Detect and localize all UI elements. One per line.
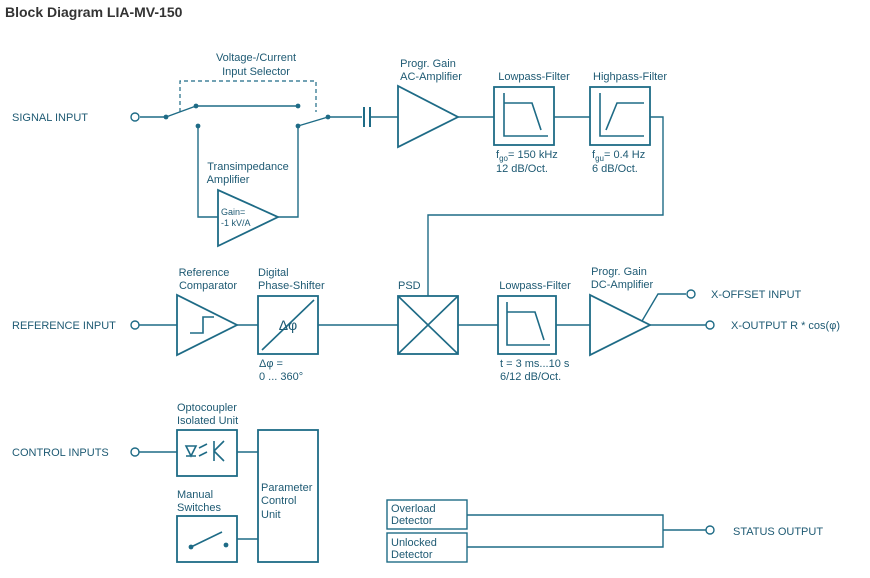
dc-amp-label-line1: Progr. Gain — [591, 266, 647, 278]
lowpass1-title: Lowpass-Filter — [498, 71, 570, 83]
dc-amplifier — [589, 293, 653, 357]
unlocked-label-line1: Unlocked — [391, 537, 437, 549]
status-output-label: STATUS OUTPUT — [733, 526, 823, 538]
transimpedance-gain-line2: -1 kV/A — [221, 218, 251, 228]
reference-comparator — [176, 293, 240, 357]
control-inputs-label: CONTROL INPUTS — [12, 447, 109, 459]
optocoupler-label-line2: Isolated Unit — [177, 415, 238, 427]
highpass-response-icon — [599, 93, 644, 137]
transimpedance-gain-line1: Gain= — [221, 207, 245, 217]
overload-detector — [386, 499, 468, 530]
selector-label-line2: Input Selector — [222, 66, 290, 78]
optocoupler-label-line1: Optocoupler — [177, 402, 237, 414]
manual-label-line1: Manual — [177, 489, 213, 501]
x-output-label: X-OUTPUT R * cos(φ) — [731, 320, 840, 332]
lowpass1-spec2: 12 dB/Oct. — [496, 163, 548, 175]
param-unit-line2: Control — [261, 495, 296, 507]
selector-link-dashed — [179, 80, 317, 112]
comparator-step-icon — [190, 316, 214, 334]
phase-shifter-label-line1: Digital — [258, 267, 289, 279]
ac-amp-label-line1: Progr. Gain — [400, 58, 456, 70]
lowpass1-spec1: fgo= 150 kHz — [496, 149, 558, 163]
comparator-label-line1: Reference — [179, 267, 230, 279]
dc-amp-label-line2: DC-Amplifier — [591, 279, 654, 291]
signal-input-label: SIGNAL INPUT — [12, 112, 88, 124]
unlocked-label-line2: Detector — [391, 549, 433, 561]
comparator-label-line2: Comparator — [179, 280, 237, 292]
transimpedance-title-line1: Transimpedance — [207, 161, 289, 173]
ac-amplifier — [397, 84, 460, 149]
status-wiring — [467, 514, 715, 548]
highpass-spec2: 6 dB/Oct. — [592, 163, 638, 175]
optocoupler-unit — [176, 429, 238, 477]
lowpass2-response-icon — [506, 302, 550, 346]
signal-input-terminal — [130, 112, 166, 122]
transimpedance-amplifier — [217, 188, 281, 248]
control-input-terminal — [130, 447, 177, 457]
phase-range-line2: 0 ... 360° — [259, 371, 303, 383]
parameter-control-unit — [257, 429, 319, 563]
lowpass2-title: Lowpass-Filter — [499, 280, 571, 292]
highpass-title: Highpass-Filter — [593, 71, 667, 83]
highpass-spec1: fgu= 0.4 Hz — [592, 149, 645, 163]
reference-input-label: REFERENCE INPUT — [12, 320, 116, 332]
manual-label-line2: Switches — [177, 502, 222, 514]
psd-label: PSD — [398, 280, 421, 292]
selector-label-line1: Voltage-/Current — [216, 52, 296, 64]
transimpedance-wiring — [197, 126, 299, 218]
phase-shift-symbol: Δφ — [279, 317, 297, 333]
overload-label-line2: Detector — [391, 515, 433, 527]
overload-label-line1: Overload — [391, 503, 436, 515]
optocoupler-icon — [184, 440, 225, 462]
lowpass2-spec1: t = 3 ms...10 s — [500, 358, 570, 370]
lowpass2-spec2: 6/12 dB/Oct. — [500, 371, 561, 383]
phase-shifter-label-line2: Phase-Shifter — [258, 280, 325, 292]
lowpass-response-icon — [503, 93, 548, 137]
page-title: Block Diagram LIA-MV-150 — [5, 4, 183, 20]
transimpedance-title-line2: Amplifier — [207, 174, 250, 186]
param-unit-line1: Parameter — [261, 482, 313, 494]
highpass-to-psd-wire — [427, 116, 664, 296]
unlocked-detector — [386, 532, 468, 563]
input-selector-switch — [163, 103, 362, 129]
param-unit-line3: Unit — [261, 509, 281, 521]
x-offset-input-label: X-OFFSET INPUT — [711, 289, 802, 301]
phase-range-line1: Δφ = — [259, 358, 283, 370]
reference-input-terminal — [130, 320, 177, 330]
coupling-capacitor-icon — [363, 107, 398, 127]
dc-amp-output-wiring — [641, 289, 715, 330]
switch-icon — [188, 531, 229, 550]
ac-amp-label-line2: AC-Amplifier — [400, 71, 462, 83]
